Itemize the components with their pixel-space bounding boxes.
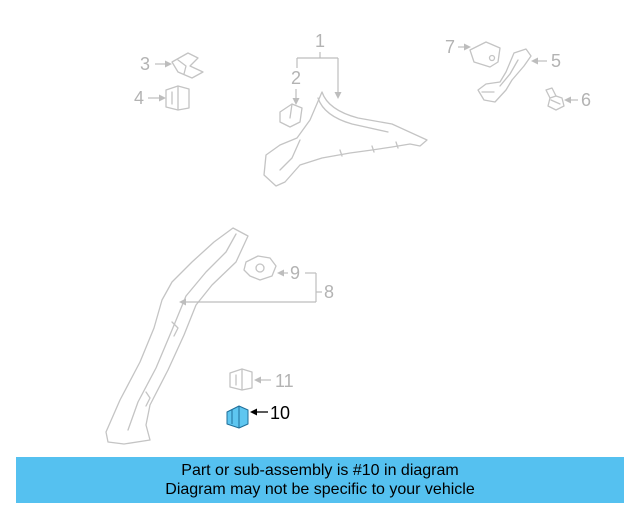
parts-diagram: 3 4 1 2 7 [105,31,591,445]
part-1-upper-pillar-trim [263,91,428,187]
callout-5: 5 [531,51,561,71]
callout-7: 7 [445,37,471,57]
callout-6: 6 [564,90,591,110]
info-banner: Part or sub-assembly is #10 in diagram D… [16,457,624,503]
callout-4: 4 [134,88,166,108]
part-2-clip [279,103,303,128]
part-7-clip [469,41,501,68]
callout-2: 2 [291,68,301,105]
callout-9: 9 [277,263,316,283]
part-10-clip-highlighted [226,405,249,429]
callout-8: 8 [179,273,334,306]
part-8-lower-pillar-trim [105,227,249,445]
svg-text:5: 5 [551,51,561,71]
part-11-clip [229,368,253,391]
svg-text:11: 11 [275,371,294,391]
part-6-bolt [545,87,565,111]
part-5-bracket [477,48,532,103]
callout-11: 11 [254,371,294,391]
part-9-clip [243,255,277,281]
banner-line-1: Part or sub-assembly is #10 in diagram [181,462,459,479]
svg-text:10: 10 [270,403,290,423]
svg-text:7: 7 [445,37,455,57]
banner-line-2: Diagram may not be specific to your vehi… [165,481,475,498]
svg-text:2: 2 [291,68,301,88]
callout-3: 3 [140,54,172,74]
svg-text:3: 3 [140,54,150,74]
svg-text:4: 4 [134,88,144,108]
part-3-clip [171,52,204,79]
callout-10: 10 [250,403,290,423]
callout-1: 1 [296,31,342,99]
svg-text:6: 6 [581,90,591,110]
svg-text:8: 8 [324,282,334,302]
svg-text:9: 9 [290,263,300,283]
svg-text:1: 1 [315,31,325,51]
part-4-clip [165,85,190,111]
